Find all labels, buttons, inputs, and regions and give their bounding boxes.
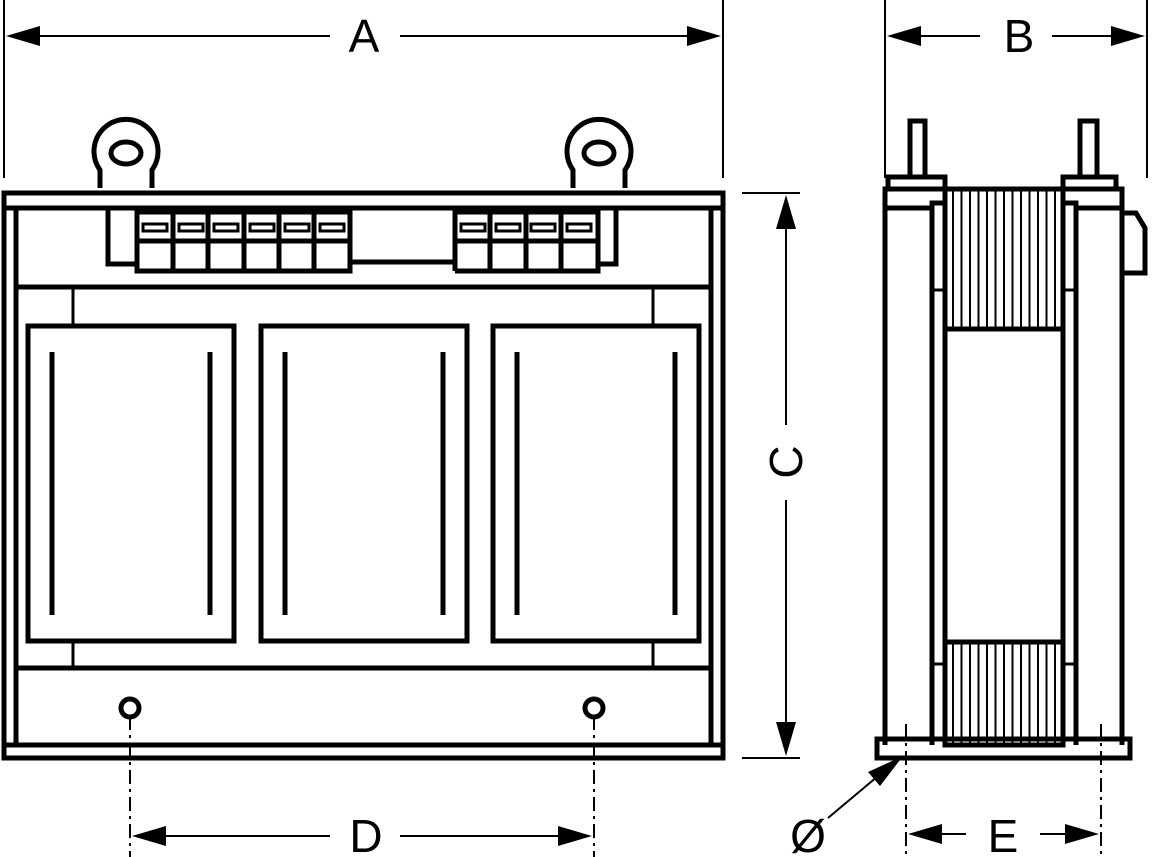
label-a: A xyxy=(349,10,380,62)
winding-stack xyxy=(932,186,1076,748)
dimension-diameter: Ø xyxy=(790,756,903,857)
label-diameter: Ø xyxy=(790,810,826,857)
label-c: C xyxy=(760,445,812,478)
terminal-block-right xyxy=(452,208,619,274)
label-e: E xyxy=(988,810,1019,857)
front-view xyxy=(1,116,726,761)
dimension-e: E xyxy=(908,810,1099,857)
base-foot xyxy=(874,736,1133,761)
dimension-c: C xyxy=(760,195,812,756)
label-b: B xyxy=(1004,10,1035,62)
lifting-eye-right xyxy=(564,116,634,188)
dimensions: A B C D xyxy=(3,0,1148,857)
frame-outline xyxy=(1,190,726,761)
mounting-hole-left xyxy=(118,696,142,720)
coil-center xyxy=(258,323,470,644)
dimension-a: A xyxy=(6,10,721,62)
mounting-hole-right xyxy=(582,696,606,720)
terminal-block-left xyxy=(105,208,353,274)
dimension-b: B xyxy=(887,10,1145,62)
dimension-d: D xyxy=(132,810,592,857)
coil-left xyxy=(25,323,237,644)
coil-right xyxy=(490,323,702,644)
lifting-eye-left xyxy=(91,116,161,188)
label-d: D xyxy=(349,810,382,857)
side-view xyxy=(874,118,1148,761)
